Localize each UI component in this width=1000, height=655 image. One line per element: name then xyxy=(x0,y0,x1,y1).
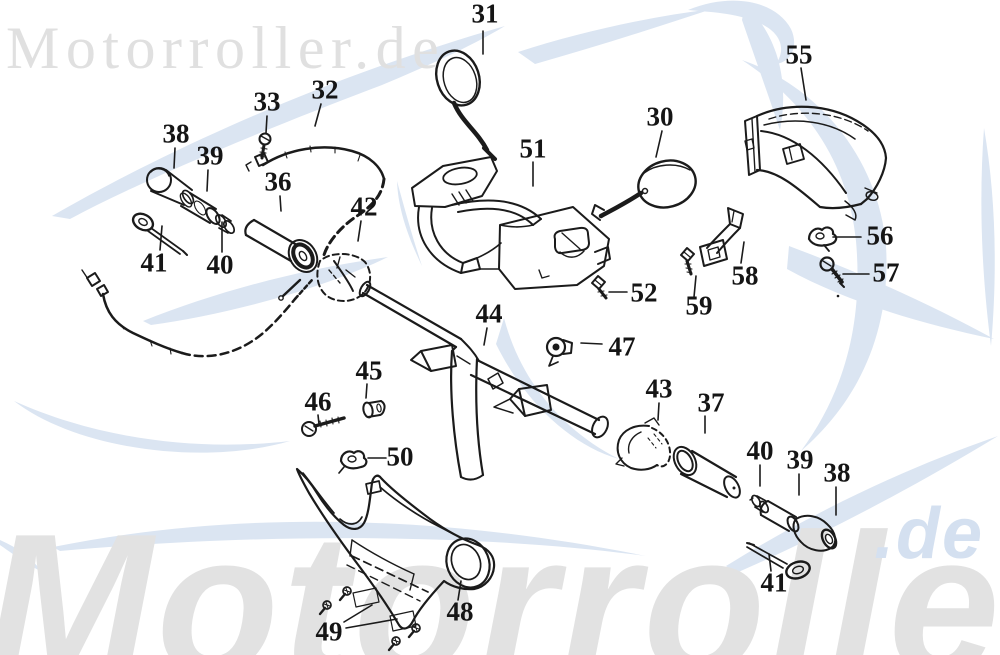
throttle-cable-32 xyxy=(245,145,386,257)
clamp-56 xyxy=(807,226,838,252)
throttle-holder-43 xyxy=(615,417,672,471)
bracket-58 xyxy=(699,207,744,267)
callout-41-left: 41 xyxy=(140,247,168,278)
leader-30 xyxy=(655,130,663,158)
clamp-47 xyxy=(545,336,573,367)
callout-45: 45 xyxy=(355,355,383,386)
callout-30: 30 xyxy=(646,101,674,132)
callout-49: 49 xyxy=(315,616,343,647)
leader-32 xyxy=(314,103,322,127)
callout-43: 43 xyxy=(645,373,673,404)
mirror-right-30 xyxy=(591,159,697,221)
screw-52 xyxy=(591,275,608,300)
grip-weight-39-right xyxy=(759,500,800,533)
leader-46 xyxy=(317,414,320,425)
callout-59: 59 xyxy=(685,290,713,321)
collar-40-right xyxy=(749,494,770,514)
callout-57: 57 xyxy=(872,257,900,288)
callout-46: 46 xyxy=(304,386,332,417)
handlebar-44 xyxy=(358,280,609,481)
leader-39-left xyxy=(206,169,209,192)
leader-42 xyxy=(357,220,362,242)
callout-40-left: 40 xyxy=(206,249,234,280)
throttle-grip-37 xyxy=(672,445,741,499)
leader-lines xyxy=(159,30,870,629)
leader-36 xyxy=(279,195,282,212)
callout-51: 51 xyxy=(519,133,547,164)
callout-36: 36 xyxy=(264,166,292,197)
callout-56: 56 xyxy=(866,220,894,251)
callout-47: 47 xyxy=(608,331,636,362)
leader-55 xyxy=(800,67,807,101)
callout-44: 44 xyxy=(475,298,503,329)
callout-33: 33 xyxy=(253,86,281,117)
callout-39-left: 39 xyxy=(196,140,224,171)
callout-39-right: 39 xyxy=(786,444,814,475)
leader-47 xyxy=(580,342,603,345)
lever-rod-41-right xyxy=(746,542,811,580)
lever-rod-41-left xyxy=(131,212,188,256)
leader-41-left xyxy=(159,225,163,251)
bolt-46 xyxy=(301,416,346,437)
callout-42: 42 xyxy=(350,191,378,222)
front-brake-cable xyxy=(81,269,314,358)
callout-31: 31 xyxy=(471,0,499,29)
callout-52: 52 xyxy=(630,277,658,308)
bushing-45 xyxy=(362,400,386,419)
screw-59 xyxy=(680,247,695,276)
watermark-giant-text: Motorroller xyxy=(0,493,1000,655)
callout-58: 58 xyxy=(731,260,759,291)
leader-45 xyxy=(365,383,368,399)
callout-50: 50 xyxy=(386,441,414,472)
bar-end-38-right xyxy=(792,514,838,552)
watermark-domain-text: .de xyxy=(874,494,985,574)
callout-48: 48 xyxy=(446,596,474,627)
leader-43 xyxy=(657,402,660,421)
bar-end-38-left xyxy=(146,167,195,206)
screws-49 xyxy=(318,585,422,652)
leader-59 xyxy=(693,275,697,298)
upper-handlebar-cover-51 xyxy=(411,156,611,290)
collar-40-left xyxy=(214,213,236,235)
leader-38-left xyxy=(173,147,176,169)
mirror-left-31 xyxy=(435,49,497,161)
lower-handlebar-cover-48 xyxy=(295,467,496,630)
callout-55: 55 xyxy=(785,39,813,70)
callout-40-right: 40 xyxy=(746,435,774,466)
callout-37: 37 xyxy=(697,387,725,418)
leader-33 xyxy=(265,115,268,134)
callout-32: 32 xyxy=(311,74,339,105)
leader-49 xyxy=(343,604,398,629)
switch-housing-42 xyxy=(316,253,372,302)
leader-44 xyxy=(483,327,488,346)
leader-58 xyxy=(740,241,745,264)
callout-38-left: 38 xyxy=(162,118,190,149)
rear-handlebar-cover-55 xyxy=(744,105,888,221)
leader-41-right xyxy=(768,553,772,572)
callout-38-right: 38 xyxy=(823,457,851,488)
watermark-top-text: Motorroller.de xyxy=(6,15,446,81)
leader-48 xyxy=(457,580,462,601)
clamp-50 xyxy=(338,450,368,474)
left-grip-36 xyxy=(244,218,319,301)
callout-41-right: 41 xyxy=(760,567,788,598)
screw-57 xyxy=(819,256,845,298)
